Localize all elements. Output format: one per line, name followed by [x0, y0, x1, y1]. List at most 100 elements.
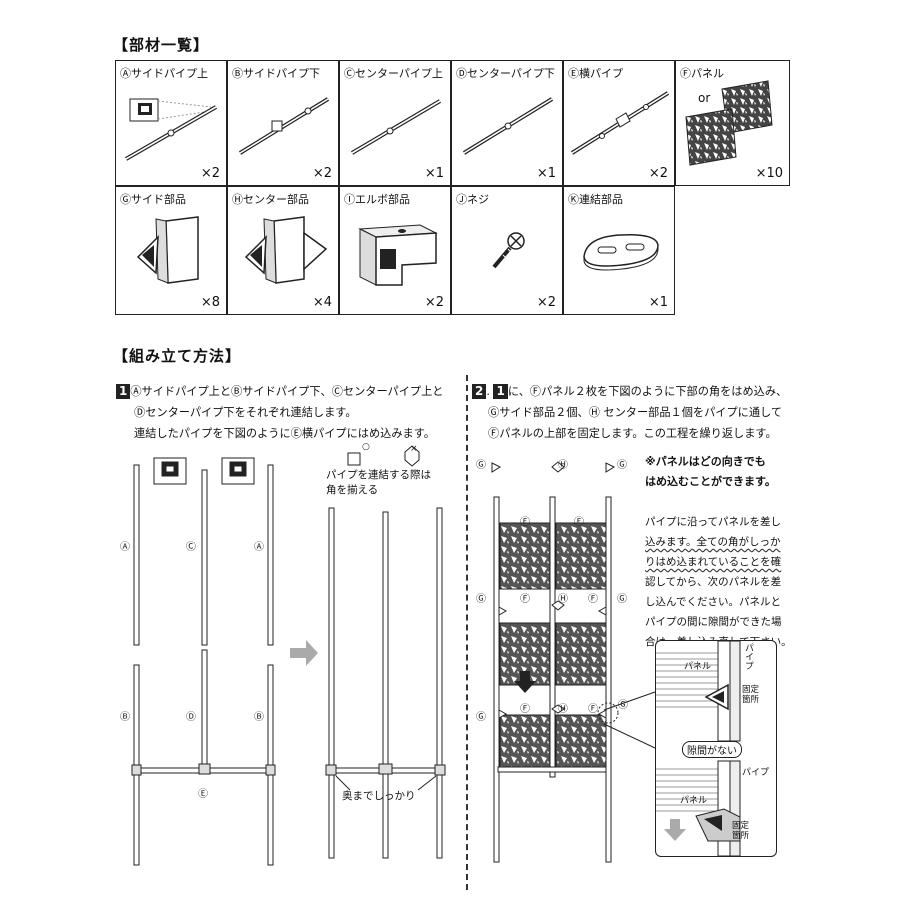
panel-icon	[685, 80, 773, 166]
center-pipe-upper-icon	[350, 99, 442, 155]
label-f-4: Ⓕ	[588, 594, 598, 605]
part-cell-i: Ⓘエルボ部品 ×2	[339, 186, 451, 315]
label-a-left: Ⓐ	[120, 542, 130, 553]
part-label: Ⓑサイドパイプ下	[232, 67, 320, 80]
part-qty: ×10	[755, 166, 783, 181]
detail-down-arrow-icon	[664, 819, 686, 841]
section-divider	[466, 375, 468, 890]
label-h-top: Ⓗ	[558, 460, 568, 471]
center-pipe-lower-icon	[462, 97, 554, 155]
no-gap-label: 隙間がない	[682, 741, 742, 758]
part-qty: ×1	[536, 166, 556, 181]
part-qty: ×2	[536, 295, 556, 310]
label-g-mid-left: Ⓖ	[476, 594, 486, 605]
assembly-section-title: 【組み立て方法】	[113, 347, 242, 365]
detail-callout: パネル パイプ 固定 箇所 隙間がない パネル パイプ 固定 箇所	[655, 640, 777, 857]
align-note-1: パイプを連結する際は	[326, 469, 431, 481]
align-note: パイプを連結する際は 角を揃える	[326, 468, 431, 498]
label-h-bottom: Ⓗ	[558, 704, 568, 715]
part-cell-g: Ⓖサイド部品 ×8	[115, 186, 227, 315]
note-line: し込んでください。パネルと	[645, 596, 781, 608]
center-part-icon	[244, 216, 328, 284]
step2-text-1: に、Ⓕパネル２枚を下図のように下部の角をはめ込み、	[507, 385, 788, 398]
part-qty: ×4	[312, 295, 332, 310]
label-g-bottom-left: Ⓖ	[476, 712, 486, 723]
part-qty: ×2	[200, 166, 220, 181]
align-note-2: 角を揃える	[326, 484, 379, 496]
label-b-right: Ⓑ	[254, 712, 264, 723]
fixed-text: 固定	[732, 821, 750, 831]
part-qty: ×8	[200, 295, 220, 310]
note-line: 認してから、次のパネルを差	[645, 576, 782, 588]
part-cell-a: Ⓐサイドパイプ上 ×2	[115, 60, 227, 186]
screw-icon	[492, 232, 525, 269]
part-label: Ⓙネジ	[456, 193, 489, 206]
note-line: パイプに沿ってパネルを差し	[645, 516, 781, 528]
note-line: パイプの間に隙間ができた場	[645, 616, 782, 628]
part-cell-f: Ⓕパネル or ×10	[675, 60, 790, 186]
step2-number: 2	[472, 384, 487, 399]
step2-ref-number: 1	[493, 384, 508, 399]
orientation-note: ※パネルはどの向きでも はめ込むことができます。	[645, 452, 776, 492]
part-qty: ×2	[312, 166, 332, 181]
part-qty: ×2	[424, 295, 444, 310]
label-f-1: Ⓕ	[520, 517, 530, 528]
or-text: or	[698, 91, 711, 105]
side-pipe-upper-icon	[124, 98, 218, 161]
label-f-3: Ⓕ	[520, 594, 530, 605]
part-cell-b: Ⓑサイドパイプ下 ×2	[227, 60, 339, 186]
part-cell-d: Ⓓセンターパイプ下 ×1	[451, 60, 563, 186]
next-arrow-icon	[290, 640, 318, 666]
joint-plate-icon	[583, 233, 659, 271]
parts-section-title: 【部材一覧】	[113, 36, 210, 54]
label-c: Ⓒ	[186, 542, 196, 553]
part-label: Ⓖサイド部品	[120, 193, 186, 206]
callout-connector	[603, 691, 656, 749]
part-label: Ⓗセンター部品	[232, 193, 309, 206]
ok-mark: ○	[362, 442, 370, 452]
step2-diagram	[491, 461, 619, 863]
label-d: Ⓓ	[186, 712, 196, 723]
label-h-mid: Ⓗ	[558, 594, 568, 605]
step2-line-3: Ⓕパネルの上部を固定します。この工程を繰り返します。	[488, 427, 777, 440]
note-line: りはめ込まれていることを確	[645, 556, 782, 568]
parts-table: Ⓐサイドパイプ上 ×2 Ⓑサイドパイプ下 ×2 Ⓒセンターパイプ上	[115, 60, 790, 315]
part-label: Ⓒセンターパイプ上	[344, 67, 443, 80]
step1-line-3: 連結したパイプを下図のようにⒺ横パイプにはめ込みます。	[134, 427, 435, 440]
detail-fixed-label-1: 固定 箇所	[742, 685, 759, 705]
part-label: Ⓘエルボ部品	[344, 193, 410, 206]
step1-number: 1	[116, 384, 131, 399]
part-cell-h: Ⓗセンター部品 ×4	[227, 186, 339, 315]
detail-fixed-label-2: 固定 箇所	[732, 821, 749, 841]
label-a-right: Ⓐ	[254, 542, 264, 553]
part-cell-c: Ⓒセンターパイプ上 ×1	[339, 60, 451, 186]
detail-pipe-label-2: パイプ	[742, 768, 770, 778]
part-cell-j: Ⓙネジ ×2	[451, 186, 563, 315]
horizontal-pipe-icon	[570, 91, 670, 155]
part-cell-k: Ⓚ連結部品 ×1	[563, 186, 675, 315]
label-b-left: Ⓑ	[120, 712, 130, 723]
insert-down-arrow-icon	[514, 671, 536, 693]
detail-pipe-label-1: パイプ	[743, 643, 753, 670]
fixed-text: 箇所	[732, 831, 750, 841]
part-label: Ⓔ横パイプ	[568, 67, 623, 80]
label-g-top-right: Ⓖ	[617, 460, 627, 471]
step1-line-2: Ⓓセンターパイプ下をそれぞれ連結します。	[134, 406, 357, 419]
part-qty: ×1	[424, 166, 444, 181]
part-qty: ×2	[648, 166, 668, 181]
part-label: Ⓚ連結部品	[568, 193, 623, 206]
step1-diagram	[131, 445, 446, 866]
label-f-5: Ⓕ	[520, 704, 530, 715]
side-part-icon	[136, 216, 199, 284]
insertion-notes: パイプに沿ってパネルを差し 込みます。全ての角がしっか りはめ込まれていることを…	[645, 512, 792, 652]
note-line: 込みます。全ての角がしっか	[645, 536, 781, 548]
label-e: Ⓔ	[198, 789, 208, 800]
step2-line-2: Ⓖサイド部品２個、Ⓗ センター部品１個をパイプに通して	[488, 406, 783, 419]
side-pipe-lower-icon	[238, 97, 330, 155]
elbow-part-icon	[358, 224, 438, 286]
detail-panel-label-1: パネル	[684, 662, 712, 672]
part-label: Ⓐサイドパイプ上	[120, 67, 208, 80]
label-g-top-left: Ⓖ	[476, 460, 486, 471]
